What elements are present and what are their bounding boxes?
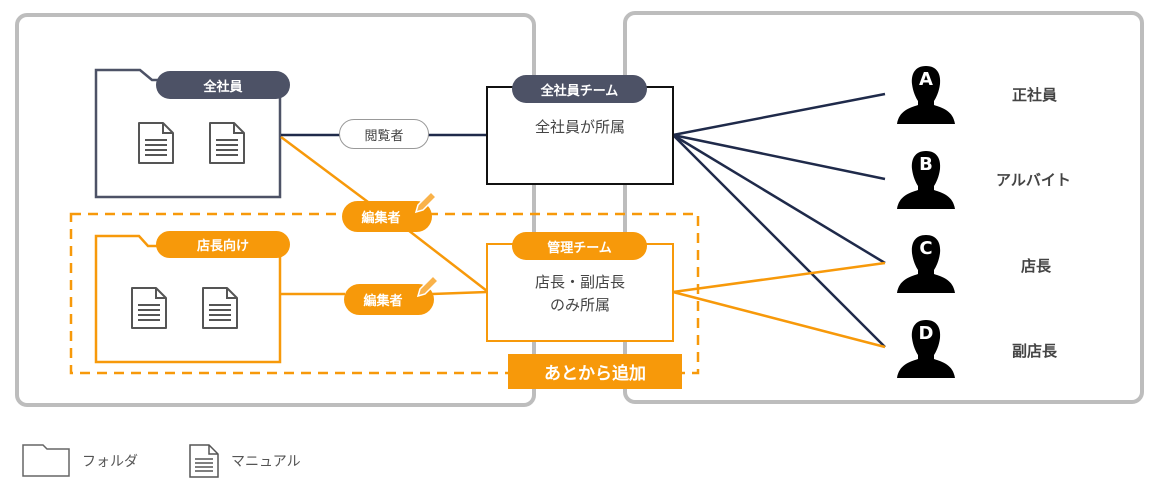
person-D: D bbox=[895, 318, 957, 380]
management-team-description-1: 店長・副店長 bbox=[534, 273, 625, 291]
added-later-badge: あとから追加 bbox=[508, 354, 682, 389]
line-team-to-D bbox=[672, 134, 886, 348]
line-editor2-to-mgmt bbox=[431, 290, 488, 296]
person-letter: A bbox=[919, 69, 933, 90]
person-silhouette-icon bbox=[897, 320, 955, 378]
legend-folder-label: フォルダ bbox=[82, 454, 138, 470]
person-letter: C bbox=[919, 238, 933, 259]
management-team-title: 管理チーム bbox=[512, 232, 647, 260]
editor-label-1: 編集者 bbox=[361, 211, 401, 226]
editor-label-2: 編集者 bbox=[363, 294, 403, 309]
person-role-D: 副店長 bbox=[1012, 342, 1058, 360]
person-letter: D bbox=[918, 323, 934, 344]
person-silhouette-icon bbox=[897, 235, 955, 293]
all-staff-team-description: 全社員が所属 bbox=[534, 118, 625, 136]
document-icon bbox=[209, 122, 245, 164]
person-role-C: 店長 bbox=[1021, 257, 1052, 275]
pencil-icon bbox=[416, 274, 440, 298]
left-panel bbox=[15, 13, 536, 407]
person-letter: B bbox=[919, 154, 933, 175]
viewer-label: 閲覧者 bbox=[364, 128, 404, 144]
document-icon bbox=[202, 287, 238, 329]
person-C: C bbox=[895, 233, 957, 295]
legend-document-icon bbox=[189, 444, 219, 478]
document-icon bbox=[138, 122, 174, 164]
folder-all-staff-tab: 全社員 bbox=[156, 71, 290, 99]
line-editor1-to-mgmt bbox=[407, 229, 488, 292]
legend-folder-icon bbox=[22, 444, 70, 477]
editor-permission-badge-2: 編集者 bbox=[344, 284, 434, 315]
person-A: A bbox=[895, 64, 957, 126]
folder-all-staff-label: 全社員 bbox=[203, 79, 243, 95]
line-team-to-B bbox=[672, 133, 886, 181]
management-team-box: 店長・副店長 のみ所属 bbox=[486, 243, 674, 342]
all-staff-team-title: 全社員チーム bbox=[512, 75, 647, 103]
person-role-B: アルバイト bbox=[996, 171, 1071, 189]
folder-managers-label: 店長向け bbox=[196, 239, 249, 254]
line-mgmt-to-C bbox=[672, 261, 886, 294]
folder-managers-tab: 店長向け bbox=[156, 231, 290, 258]
person-silhouette-icon bbox=[897, 151, 955, 209]
document-icon bbox=[131, 287, 167, 329]
right-panel bbox=[623, 11, 1144, 404]
legend-manual-label: マニュアル bbox=[231, 454, 301, 470]
line-folder-to-editor1 bbox=[280, 135, 373, 207]
line-team-to-C bbox=[672, 133, 886, 265]
person-role-A: 正社員 bbox=[1012, 86, 1058, 104]
pencil-icon bbox=[414, 190, 438, 214]
management-team-description-2: のみ所属 bbox=[549, 296, 610, 314]
person-silhouette-icon bbox=[897, 66, 955, 124]
viewer-permission-badge: 閲覧者 bbox=[339, 119, 429, 149]
line-team-to-A bbox=[672, 92, 886, 137]
person-B: B bbox=[895, 149, 957, 211]
line-mgmt-to-D bbox=[672, 290, 886, 349]
